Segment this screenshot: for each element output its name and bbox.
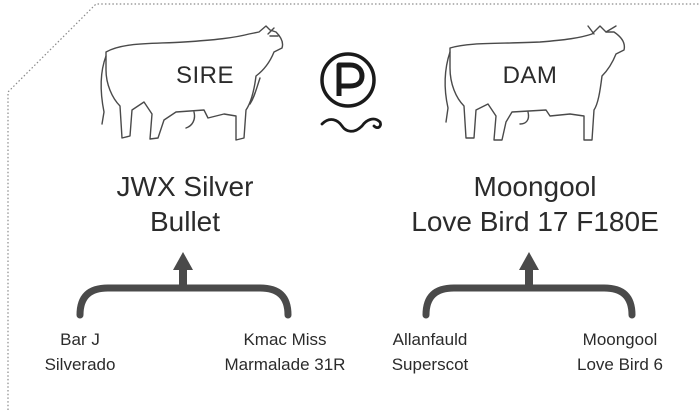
- dam-parent-left-line1: Allanfauld: [392, 330, 468, 349]
- dam-label: DAM: [502, 62, 558, 89]
- sire-parent-right-line1: Kmac Miss: [243, 330, 327, 349]
- cow-outline-icon: [444, 25, 626, 141]
- dam-arrow-head: [519, 252, 539, 270]
- sire-parent-left-line2: Silverado: [44, 355, 116, 374]
- sire-label: SIRE: [175, 62, 234, 89]
- sire-name-line2: Bullet: [149, 206, 221, 237]
- poll-p-icon: [320, 52, 382, 133]
- sire-parent-right-line2: Marmalade 31R: [224, 355, 346, 374]
- dam-name-line2: Love Bird 17 F180E: [411, 206, 659, 237]
- sire-bracket: [76, 284, 292, 319]
- sire-name-line1: JWX Silver: [116, 171, 254, 202]
- sire-arrow-head: [173, 252, 193, 270]
- dam-parent-right-line2: Love Bird 6: [577, 355, 663, 374]
- dam-parent-left-line2: Superscot: [391, 355, 469, 374]
- dam-bracket: [422, 284, 636, 319]
- dam-name-line1: Moongool: [473, 171, 597, 202]
- sire-parent-left-line1: Bar J: [60, 330, 100, 349]
- dam-parent-right-line1: Moongool: [582, 330, 658, 349]
- bull-outline-icon: [100, 25, 284, 141]
